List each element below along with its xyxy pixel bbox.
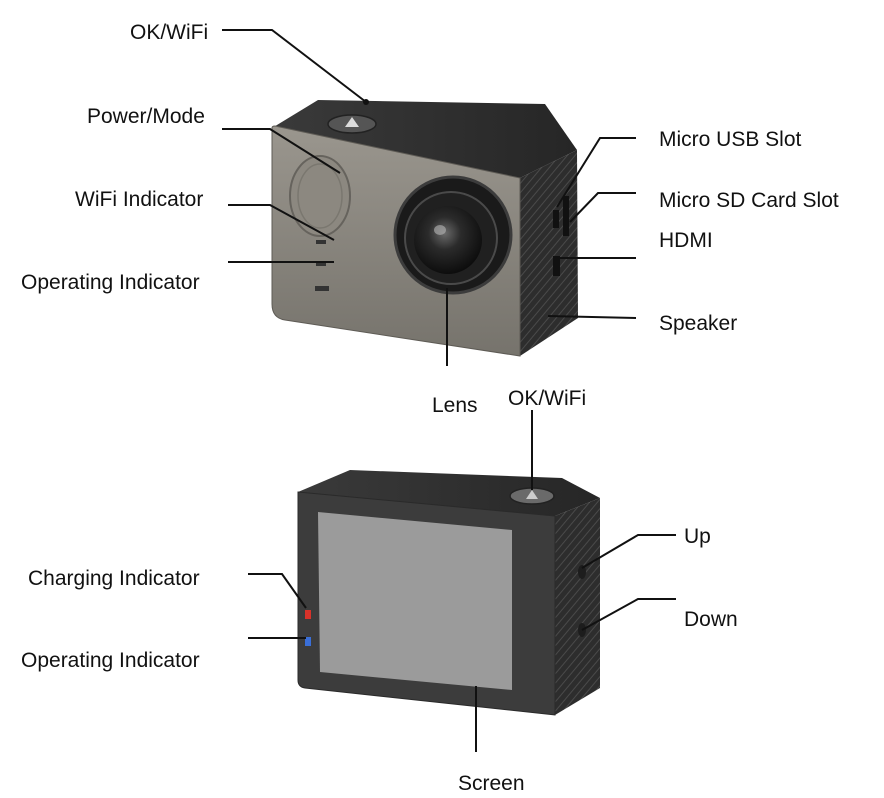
label-charging-indicator: Charging Indicator [28, 567, 200, 590]
label-front-operating-indicator: Operating Indicator [21, 271, 200, 294]
micro-usb-port [553, 210, 559, 228]
leader-charging-indicator [248, 573, 307, 609]
label-front-ok-wifi: OK/WiFi [130, 21, 209, 44]
back-camera [297, 470, 600, 716]
back-camera-top [298, 470, 600, 516]
hdmi-port [553, 256, 560, 276]
label-up: Up [684, 525, 711, 548]
label-hdmi: HDMI [659, 229, 713, 252]
operating-indicator-led [305, 637, 311, 646]
leader-power-mode [222, 128, 341, 174]
back-camera-side [555, 498, 600, 715]
front-ok-wifi-callout-dot [363, 99, 369, 105]
front-logo-mark [315, 286, 329, 291]
button-triangle-icon [526, 490, 538, 499]
micro-sd-port [563, 196, 569, 236]
front-camera [271, 100, 578, 357]
up-button [578, 565, 586, 579]
lens-highlight [434, 225, 446, 235]
power-mode-button-inner [297, 163, 343, 229]
label-micro-sd-card-slot: Micro SD Card Slot [659, 189, 839, 212]
label-back-ok-wifi: OK/WiFi [508, 387, 587, 410]
leader-down [581, 598, 676, 631]
label-screen: Screen [458, 772, 525, 795]
front-camera-side [520, 150, 578, 356]
leader-lines [222, 29, 676, 752]
screen-display [318, 512, 512, 690]
leader-front-ok-wifi [222, 29, 367, 103]
label-speaker: Speaker [659, 312, 738, 335]
leader-micro-sd [569, 192, 636, 223]
button-triangle-icon [345, 117, 359, 127]
label-power-mode: Power/Mode [87, 105, 205, 128]
label-wifi-indicator: WiFi Indicator [75, 188, 204, 211]
label-back-operating-indicator: Operating Indicator [21, 649, 200, 672]
label-lens: Lens [432, 394, 478, 417]
charging-indicator-led [305, 610, 311, 619]
label-micro-usb-slot: Micro USB Slot [659, 128, 802, 151]
label-down: Down [684, 608, 738, 631]
operating-indicator-led [316, 262, 326, 266]
power-mode-button [289, 155, 351, 237]
leader-wifi-indicator [228, 204, 335, 241]
wifi-indicator-led [316, 240, 326, 244]
leader-micro-usb [556, 137, 636, 208]
leader-up [581, 534, 676, 569]
lens-glass [414, 206, 482, 274]
leader-speaker [547, 315, 637, 319]
